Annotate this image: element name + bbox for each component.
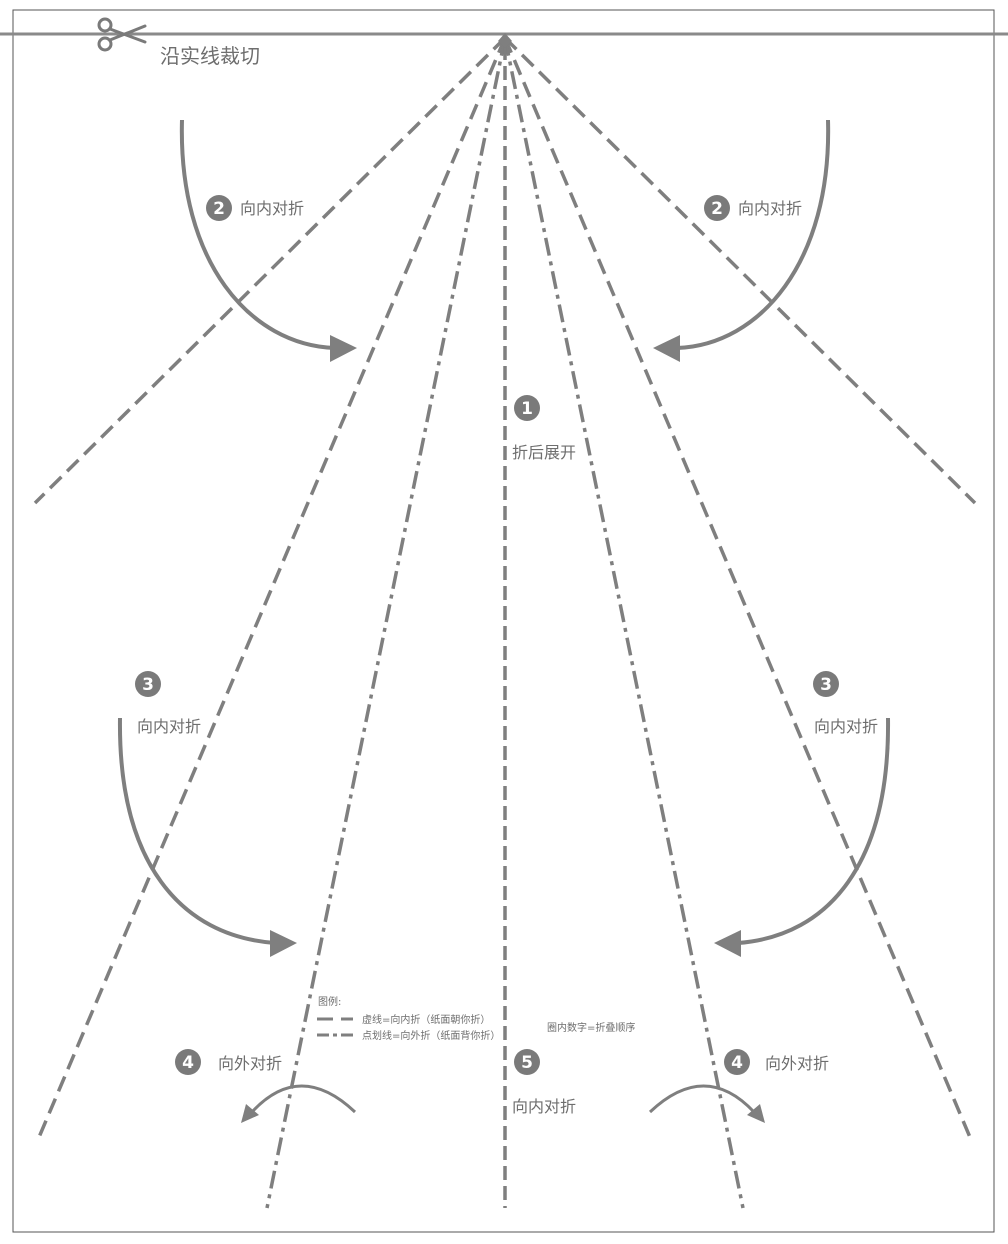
step-label: 向内对折	[137, 717, 201, 736]
step-label: 向内对折	[240, 199, 304, 218]
step-badge	[206, 195, 232, 221]
apex-marker	[498, 33, 512, 48]
arrowhead-step-2-right	[653, 335, 680, 362]
step-label: 折后展开	[512, 443, 576, 462]
step-1-marker: 1 折后展开	[512, 395, 576, 462]
step-3-right-marker: 3 向内对折	[813, 671, 878, 736]
curved-arrow-icon	[117, 119, 891, 1123]
step-badge	[813, 671, 839, 697]
arrowhead-step-3-left	[270, 930, 297, 957]
step-number: 3	[142, 675, 154, 695]
step-4-left-marker: 4 向外对折	[175, 1049, 282, 1075]
step-4-right-marker: 4 向外对折	[724, 1049, 829, 1075]
arrowhead-step-3-right	[714, 930, 741, 957]
step-number: 3	[820, 675, 832, 695]
page-border	[12, 9, 995, 1233]
step-badge	[724, 1049, 750, 1075]
step-2-right-marker: 2 向内对折	[704, 195, 802, 221]
arrow-step-3-left	[117, 717, 276, 945]
step-number: 5	[521, 1053, 533, 1073]
arrow-step-2-right	[676, 119, 831, 350]
step-5-marker: 5 向内对折	[512, 1049, 576, 1116]
step-label: 向外对折	[218, 1054, 282, 1073]
arrow-step-4-right	[648, 1084, 756, 1114]
scissors-icon	[97, 17, 147, 52]
fold-lines	[33, 33, 977, 1209]
step-2-left-marker: 2 向内对折	[206, 195, 304, 221]
legend-dash-dot-text: 点划线=向外折（纸面背你折）	[362, 1029, 500, 1042]
legend-title: 图例:	[318, 995, 341, 1008]
arrowhead-step-4-right	[747, 1104, 765, 1123]
step-label: 向内对折	[512, 1097, 576, 1116]
step-number: 2	[711, 199, 723, 219]
step-label: 向外对折	[765, 1054, 829, 1073]
step-badge	[514, 395, 540, 421]
fold-line-step-2-right	[503, 36, 977, 505]
step-number: 4	[182, 1053, 194, 1073]
fold-line-step-3-left	[35, 37, 507, 1143]
step-number: 4	[731, 1053, 743, 1073]
cut-instruction: 沿实线裁切	[160, 44, 260, 68]
step-number: 2	[213, 199, 225, 219]
arrow-step-2-left	[179, 119, 336, 350]
step-badge	[175, 1049, 201, 1075]
fold-line-step-2-left	[33, 36, 507, 505]
step-badge	[135, 671, 161, 697]
step-badge	[704, 195, 730, 221]
step-number: 1	[521, 399, 533, 419]
fold-line-step-4-left	[265, 37, 507, 1209]
step-label: 向内对折	[738, 199, 802, 218]
arrowhead-step-4-left	[241, 1104, 259, 1123]
fold-line-step-3-right	[503, 37, 974, 1143]
arrow-step-4-left	[250, 1084, 357, 1114]
fold-line-step-4-right	[503, 37, 745, 1209]
step-badge	[514, 1049, 540, 1075]
fold-order-note: 圈内数字=折叠顺序	[547, 1021, 635, 1034]
arrowhead-step-2-left	[330, 335, 357, 362]
step-label: 向内对折	[814, 717, 878, 736]
arrow-step-3-right	[737, 717, 891, 945]
legend: 图例: 虚线=向内折（纸面朝你折） 点划线=向外折（纸面背你折）	[317, 995, 500, 1042]
step-3-left-marker: 3 向内对折	[135, 671, 201, 736]
legend-dashed-text: 虚线=向内折（纸面朝你折）	[362, 1013, 490, 1026]
